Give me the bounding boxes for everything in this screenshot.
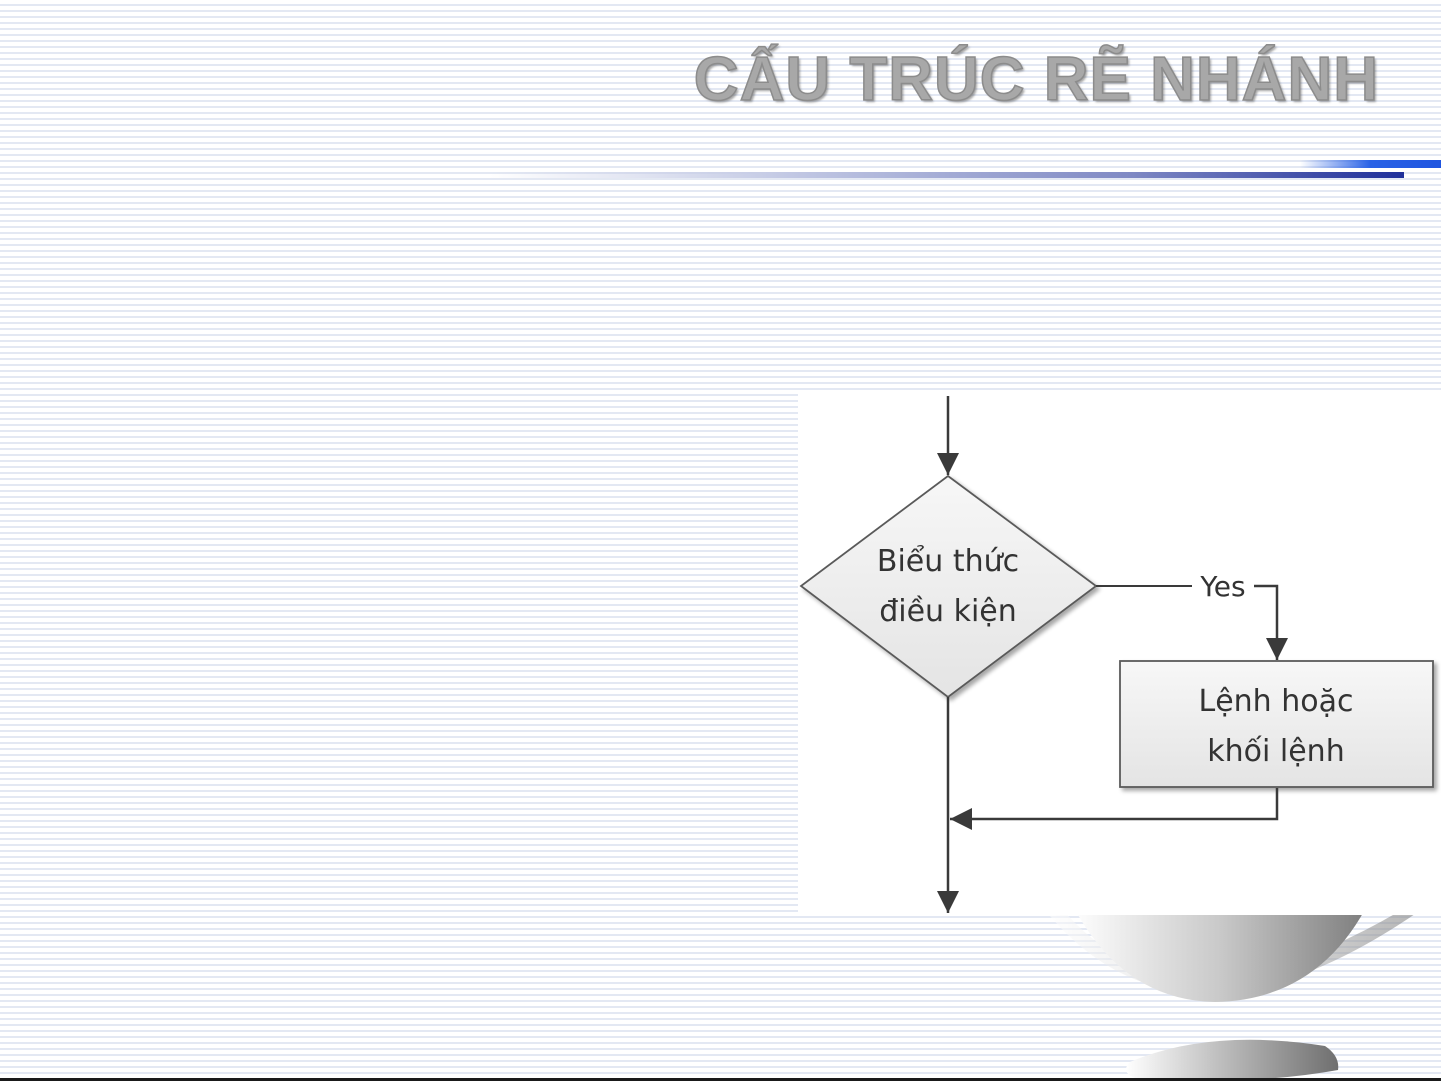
slide-title: CẤU TRÚC RẼ NHÁNH bbox=[694, 44, 1379, 115]
yes-label: Yes bbox=[1199, 570, 1245, 603]
title-accent-bar bbox=[1300, 160, 1441, 168]
globe-sphere-shape bbox=[1070, 900, 1370, 1002]
yes-branch-arrow bbox=[1254, 586, 1277, 660]
process-label-line2: khối lệnh bbox=[1207, 734, 1344, 769]
decision-diamond bbox=[801, 476, 1096, 697]
globe-decoration bbox=[1040, 900, 1441, 1081]
title-underline bbox=[490, 172, 1404, 178]
process-label-line1: Lệnh hoặc bbox=[1199, 684, 1354, 719]
merge-arrow bbox=[950, 788, 1277, 819]
globe-base-shape bbox=[1126, 1040, 1338, 1081]
flowchart-panel: Biểu thức điều kiện Yes Lệnh hoặc khối l… bbox=[798, 393, 1441, 915]
decision-label-line1: Biểu thức bbox=[877, 543, 1019, 579]
decision-label-line2: điều kiện bbox=[879, 594, 1017, 629]
